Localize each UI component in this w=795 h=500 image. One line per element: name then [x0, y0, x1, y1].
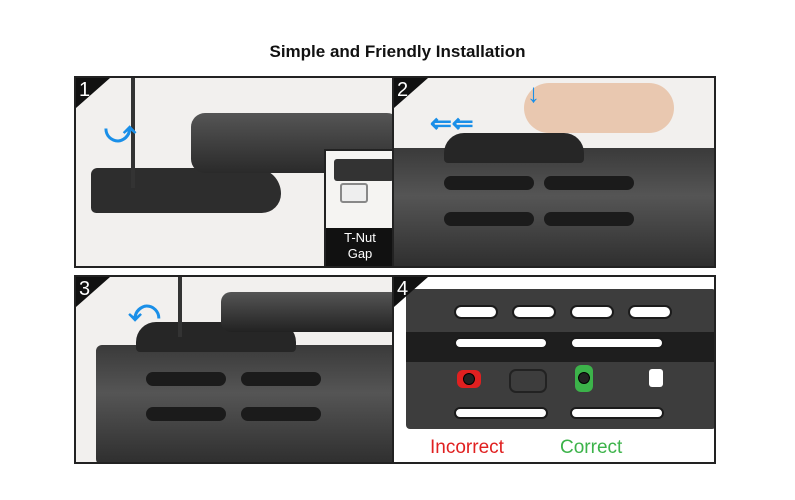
rail-slot: [512, 305, 556, 319]
rail-slot: [444, 176, 534, 190]
page-title: Simple and Friendly Installation: [269, 42, 526, 61]
rotate-arrow-icon: ⤺: [128, 295, 161, 328]
step-number-badge: 1: [76, 78, 110, 108]
inset-label-line2: Gap: [347, 246, 373, 261]
rail-slot: [241, 372, 321, 386]
rail-slot: [454, 305, 498, 319]
rail-slot: [628, 305, 672, 319]
rail-dark-band: [406, 332, 714, 362]
hex-key-image: [131, 78, 135, 188]
hex-key-image: [178, 277, 182, 337]
incorrect-label: Incorrect: [430, 437, 504, 458]
rail-slot: [544, 212, 634, 226]
step-number: 1: [79, 79, 91, 101]
handguard-image: [394, 148, 714, 266]
bipod-mount-image: [444, 133, 584, 163]
rail-slot: [570, 305, 614, 319]
rotate-arrow-icon: ⤻: [104, 116, 137, 149]
step-4-panel: Incorrect Correct 4: [392, 275, 716, 464]
rail-slot: [444, 212, 534, 226]
empty-slot: [509, 369, 547, 393]
inset-label-line1: T-Nut: [344, 230, 376, 245]
step-number: 4: [397, 278, 409, 300]
rail-slot-end: [649, 369, 663, 387]
mount-edge-image: [334, 159, 394, 181]
step-3-panel: ⤺ 3: [74, 275, 396, 464]
push-down-arrow-icon: ↓: [527, 78, 540, 108]
handguard-image: [96, 345, 394, 462]
hand-image: [524, 83, 674, 133]
step-number-badge: 3: [76, 277, 110, 307]
rail-slot: [146, 407, 226, 421]
correct-label: Correct: [560, 437, 623, 458]
correct-t-nut-icon: [575, 365, 593, 392]
rail-slot: [454, 337, 548, 349]
rail-slot: [544, 176, 634, 190]
step-2-panel: ↓ ⇐⇐ 2: [392, 76, 716, 268]
step-number-badge: 2: [394, 78, 428, 108]
bipod-mount-image: [91, 168, 281, 213]
rail-slot: [454, 407, 548, 419]
rail-slot: [570, 407, 664, 419]
step-number: 3: [79, 278, 91, 300]
step-number: 2: [397, 79, 409, 101]
rail-slot: [146, 372, 226, 386]
bipod-body-image: [221, 292, 394, 332]
t-nut-image: [340, 183, 368, 203]
rail-slot: [241, 407, 321, 421]
slide-left-arrow-icon: ⇐⇐: [430, 108, 474, 138]
incorrect-t-nut-icon: [457, 370, 481, 388]
rail-slot: [570, 337, 664, 349]
